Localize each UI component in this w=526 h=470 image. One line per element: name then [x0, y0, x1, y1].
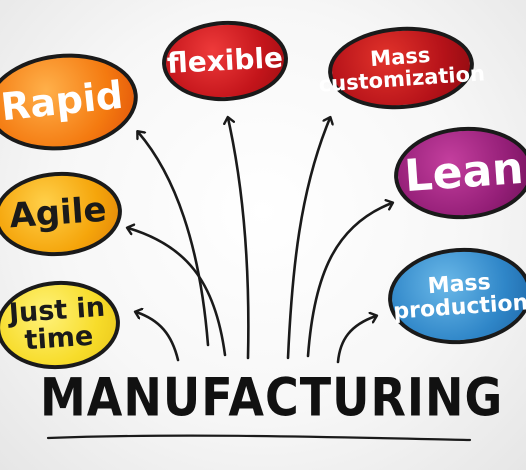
node-flexible-label: flexible	[166, 41, 284, 81]
node-agile-label: Agile	[8, 189, 108, 237]
title-underline	[46, 434, 472, 442]
arrow-to-just-in-time	[136, 312, 180, 362]
arrow-to-agile	[128, 228, 227, 357]
node-rapid-label: Rapid	[0, 72, 126, 130]
arrow-to-flexible	[228, 118, 250, 360]
node-just-in-time-line2: time	[23, 320, 95, 357]
arrow-to-mass-customization	[286, 118, 330, 360]
arrow-to-mass-production	[336, 316, 376, 364]
center-title: MANUFACTURING	[40, 365, 504, 429]
arrow-to-rapid	[138, 132, 210, 347]
arrow-to-lean	[306, 203, 392, 358]
node-lean-label: Lean	[402, 142, 526, 202]
